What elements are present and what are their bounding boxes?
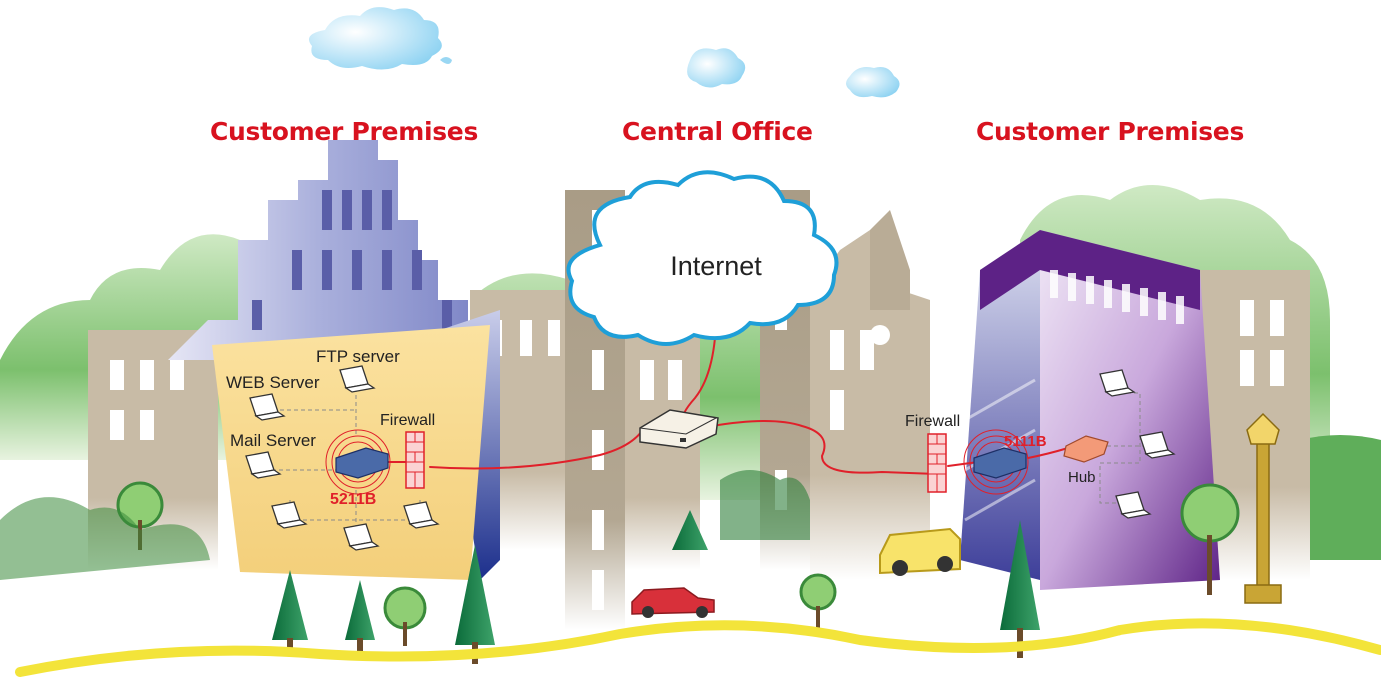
left-firewall-label: Firewall	[380, 412, 435, 429]
heading-central-office: Central Office	[622, 117, 813, 146]
router-5111b-icon	[963, 429, 1029, 495]
laptop-icon	[249, 393, 286, 421]
laptops	[245, 365, 1176, 551]
central-office-switch-icon	[639, 409, 719, 449]
router-5111b-label: 5111B	[1004, 433, 1047, 450]
laptop-icon	[403, 501, 440, 529]
right-firewall-label: Firewall	[905, 413, 960, 430]
yellow-van-icon	[879, 527, 961, 576]
laptop-icon	[1115, 491, 1152, 519]
laptop-icon	[1099, 369, 1136, 397]
right-firewall-icon	[927, 433, 947, 493]
laptop-icon	[339, 365, 376, 393]
router-5211b-label: 5211B	[330, 491, 376, 508]
internet-label: Internet	[670, 251, 762, 281]
router-5211b-icon	[325, 429, 391, 495]
laptop-icon	[245, 451, 282, 479]
trees	[0, 470, 1240, 664]
street-items	[631, 412, 1282, 618]
left-firewall-icon	[405, 431, 425, 489]
hub-icon	[1063, 435, 1109, 463]
right-office-building	[960, 230, 1220, 590]
laptop-icon	[271, 501, 308, 529]
sky-clouds	[308, 7, 900, 98]
web-server-label: WEB Server	[226, 373, 320, 392]
red-car-icon	[631, 587, 715, 618]
heading-left-customer-premises: Customer Premises	[210, 117, 479, 146]
street-lamp-icon	[1244, 412, 1282, 604]
ftp-server-label: FTP server	[316, 347, 400, 366]
laptop-icon	[1139, 431, 1176, 459]
road	[15, 618, 1381, 677]
mail-server-label: Mail Server	[230, 431, 316, 450]
laptop-icon	[343, 523, 380, 551]
internet-cloud	[566, 170, 839, 346]
right-lan-lines	[1099, 392, 1150, 504]
hub-label: Hub	[1068, 469, 1096, 486]
heading-right-customer-premises: Customer Premises	[976, 117, 1245, 146]
